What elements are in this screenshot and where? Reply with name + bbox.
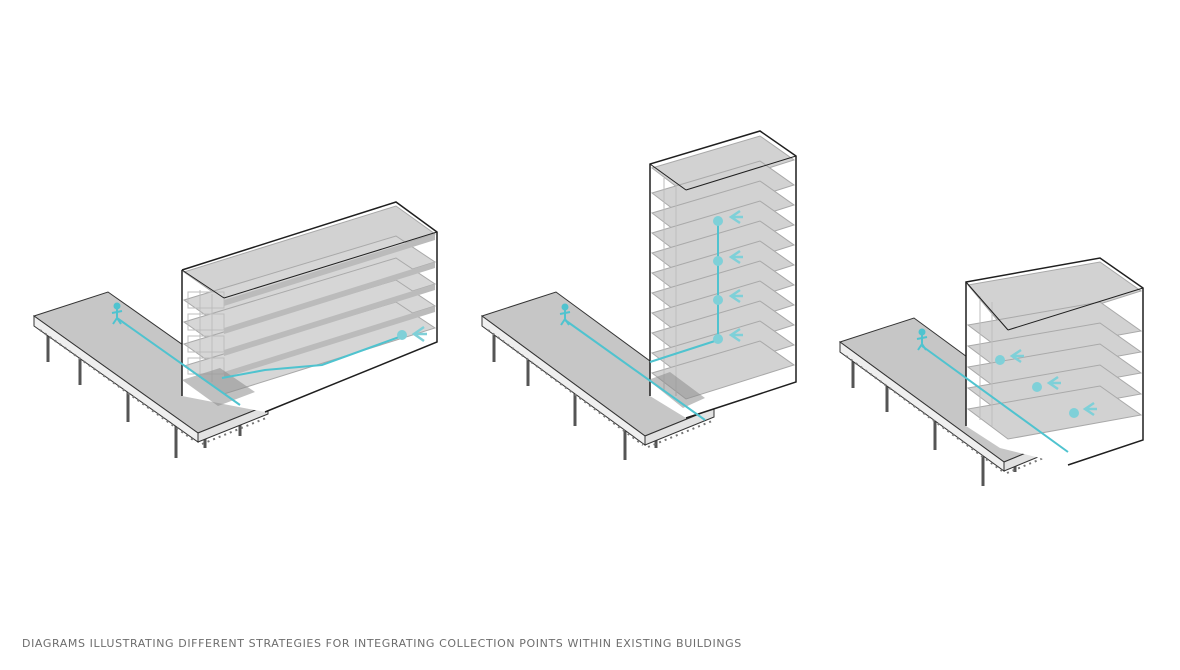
tower-building [649,130,797,419]
floor-slabs [966,261,1143,440]
collection-network [921,345,1069,453]
collection-point-marker [397,325,427,343]
window-grid [187,290,225,382]
collection-network [564,220,719,421]
mid-building [965,257,1144,466]
window-grid [663,178,677,396]
connector-pad [648,372,705,408]
building-outline [965,257,1144,466]
low-wide-building-diagram [32,201,438,458]
collection-network [116,317,403,406]
person-icon [916,328,928,351]
window-grid [979,296,993,426]
person-icon [559,303,571,326]
collection-point-markers [713,209,743,344]
figure-caption: DIAGRAMS ILLUSTRATING DIFFERENT STRATEGI… [22,637,742,650]
person-icon [111,302,123,325]
elevated-platform [480,291,716,448]
mid-building-diagram [838,257,1144,486]
floor-slabs [182,205,437,395]
building-outline [649,130,797,419]
tower-building-diagram [480,130,797,460]
collection-point-markers [995,348,1097,418]
floor-slabs [650,135,796,400]
low-wide-building [181,201,438,413]
